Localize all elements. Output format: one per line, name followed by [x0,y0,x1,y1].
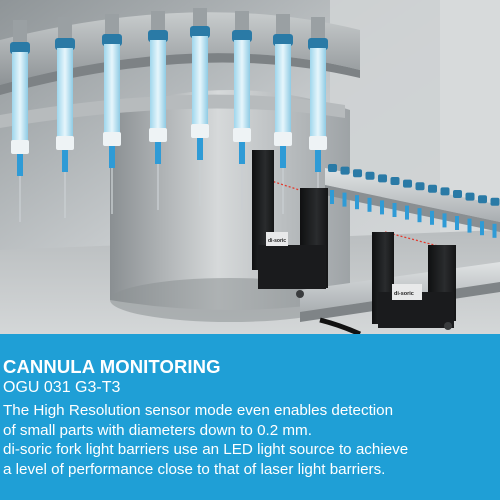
caption-title: CANNULA MONITORING [3,356,221,377]
syringe [55,17,75,218]
upper-plate [0,12,360,86]
conveyor-syringe [365,171,375,212]
conveyor-syringe [378,174,387,215]
lower-plate [0,94,345,128]
description-line: a level of performance close to that of … [3,460,386,478]
sensor-screw [296,290,304,298]
syringe [232,11,252,210]
caption-panel: CANNULA MONITORING OGU 031 G3-T3 The Hig… [0,334,500,500]
conveyor-syringe-group [328,164,500,238]
description-line: of small parts with diameters down to 0.… [3,421,312,439]
conveyor-syringe [340,166,350,207]
conveyor-syringe [440,187,450,228]
conveyor-syringe [453,190,462,230]
conveyor-syringe [328,164,337,204]
sensor-cable [319,317,362,334]
fork-sensor-right: di-soric [372,232,456,330]
conveyor-syringe [428,184,437,225]
fork-sensor-left: di-soric [252,150,328,298]
conveyor-syringe [415,182,425,223]
conveyor-syringe [465,192,475,233]
sensor-brand-right: di-soric [394,291,414,297]
conveyor-syringe [478,195,487,236]
conveyor-top [325,168,500,222]
product-photo: di-soric di-soric [0,0,500,334]
sensor-brand-left: di-soric [268,238,286,244]
conveyor-syringe [353,169,362,210]
syringe [102,14,122,214]
syringe [148,11,168,210]
description-line: The High Resolution sensor mode even ena… [3,402,394,419]
description-line: di-soric fork light barriers use an LED … [3,441,409,458]
machine-illustration: di-soric di-soric [0,0,500,334]
sensor-screw [444,322,452,330]
sensor-label-right [392,284,422,300]
syringe [190,8,210,206]
sensor-label-left [266,232,288,246]
conveyor-syringe [490,197,500,238]
syringe [273,14,293,214]
product-model: OGU 031 G3-T3 [3,379,121,396]
syringe-group [10,8,328,222]
caption-description: The High Resolution sensor mode even ena… [3,401,492,479]
conveyor-syringe [403,179,412,220]
syringe [308,17,328,218]
upper-plate-edge [0,53,360,95]
syringe [10,20,30,222]
conveyor-syringe [390,177,400,217]
